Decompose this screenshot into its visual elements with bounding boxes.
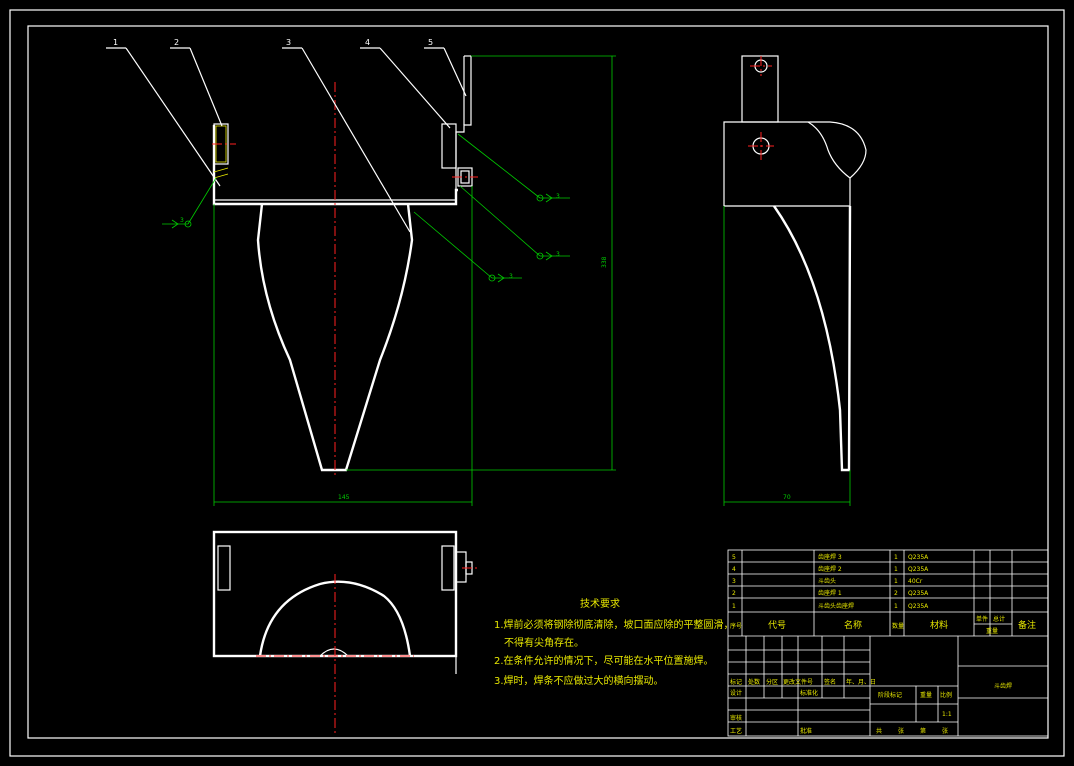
balloon-5: 5 xyxy=(428,38,433,47)
bom-row5-mat: Q235A xyxy=(908,554,929,561)
bom-header-code: 代号 xyxy=(768,620,786,631)
bom-row2-qty: 2 xyxy=(894,590,898,597)
bom-row2-name: 齿座焊 1 xyxy=(818,589,842,597)
tb-design: 设计 xyxy=(730,689,742,697)
notes-line-2: 不得有尖角存在。 xyxy=(504,636,584,649)
notes-title: 技术要求 xyxy=(580,597,620,610)
weld-label-4: 3 xyxy=(180,217,184,224)
tb-zone: 分区 xyxy=(766,678,778,686)
bom-header-qty: 数量 xyxy=(892,622,904,630)
weld-symbols: 3 3 3 3 xyxy=(162,133,570,283)
bom-row2-mat: Q235A xyxy=(908,590,929,597)
bom-header-name: 名称 xyxy=(844,619,862,631)
bom-row4-qty: 1 xyxy=(894,566,898,573)
tb-approve: 批准 xyxy=(800,727,812,735)
tb-weight: 重量 xyxy=(920,691,932,699)
bom-row1-name: 斗齿头齿座焊 xyxy=(818,602,854,610)
weld-label-3: 3 xyxy=(509,273,513,280)
bom-header-weight: 重量 xyxy=(986,627,998,635)
bom-row4-name: 齿座焊 2 xyxy=(818,565,842,573)
bom-row3-name: 斗齿头 xyxy=(818,577,836,585)
tb-page: 第 xyxy=(920,727,926,735)
tb-count: 处数 xyxy=(748,678,760,686)
tb-scale: 1:1 xyxy=(942,711,952,718)
tb-change-doc: 更改文件号 xyxy=(783,678,813,686)
tb-mark: 标记 xyxy=(730,678,742,686)
dim-width: 145 xyxy=(338,494,350,501)
dim-height: 338 xyxy=(601,256,608,268)
tb-drawing-name: 斗齿焊 xyxy=(994,682,1012,690)
bom-header-single: 单件 xyxy=(976,615,988,623)
bom-row4-mat: Q235A xyxy=(908,566,929,573)
weld-label-1: 3 xyxy=(556,193,560,200)
title-block: 5 齿座焊 3 1 Q235A 4 齿座焊 2 1 Q235A 3 斗齿头 1 … xyxy=(727,549,1049,737)
front-dimensions: 338 145 xyxy=(213,55,616,506)
dim-side-width: 70 xyxy=(783,494,791,501)
bom-row5-name: 齿座焊 3 xyxy=(818,553,842,561)
notes-line-3: 2.在条件允许的情况下，尽可能在水平位置施焊。 xyxy=(494,654,714,667)
bom-header-no: 序号 xyxy=(730,622,742,630)
tb-sheets: 共 xyxy=(876,727,882,735)
tb-ratio: 比例 xyxy=(940,691,952,699)
balloon-4: 4 xyxy=(365,38,370,47)
bom-row4-no: 4 xyxy=(732,566,736,573)
bom-row1-qty: 1 xyxy=(894,603,898,610)
bom-header-total: 总计 xyxy=(993,615,1005,623)
front-view xyxy=(212,55,478,478)
tb-page-unit: 张 xyxy=(942,727,948,735)
top-view xyxy=(212,530,480,736)
bom-header-remark: 备注 xyxy=(1018,619,1036,631)
inner-frame xyxy=(27,25,1049,739)
notes-line-4: 3.焊时，焊条不应做过大的横向摆动。 xyxy=(494,674,664,687)
tb-date: 年、月、日 xyxy=(846,678,876,686)
leaders: 1 2 3 4 5 xyxy=(106,38,467,233)
balloon-3: 3 xyxy=(286,38,291,47)
bom-row1-mat: Q235A xyxy=(908,603,929,610)
tb-review: 审核 xyxy=(730,714,742,722)
tb-sign: 签名 xyxy=(824,678,836,686)
tb-sheet-unit: 张 xyxy=(898,727,904,735)
bom-row3-no: 3 xyxy=(732,578,736,585)
bom-row1-no: 1 xyxy=(732,603,736,610)
technical-notes: 技术要求 1.焊前必须将钢除彻底清除，坡口面应除的平整圆滑， 不得有尖角存在。 … xyxy=(494,597,734,687)
outer-frame xyxy=(9,9,1065,757)
bom-row2-no: 2 xyxy=(732,590,736,597)
bom-row3-mat: 40Cr xyxy=(908,578,923,585)
weld-label-2: 3 xyxy=(556,251,560,258)
tb-standard: 标准化 xyxy=(800,689,818,697)
bom-row5-qty: 1 xyxy=(894,554,898,561)
side-view: 70 xyxy=(723,55,867,506)
tb-process: 工艺 xyxy=(730,727,742,735)
notes-line-1: 1.焊前必须将钢除彻底清除，坡口面应除的平整圆滑， xyxy=(494,618,734,631)
bom-row3-qty: 1 xyxy=(894,578,898,585)
bom-header-material: 材料 xyxy=(930,619,948,631)
tb-stage: 阶段标记 xyxy=(878,691,902,699)
balloon-1: 1 xyxy=(113,38,118,47)
balloon-2: 2 xyxy=(174,38,179,47)
bom-row5-no: 5 xyxy=(732,554,736,561)
